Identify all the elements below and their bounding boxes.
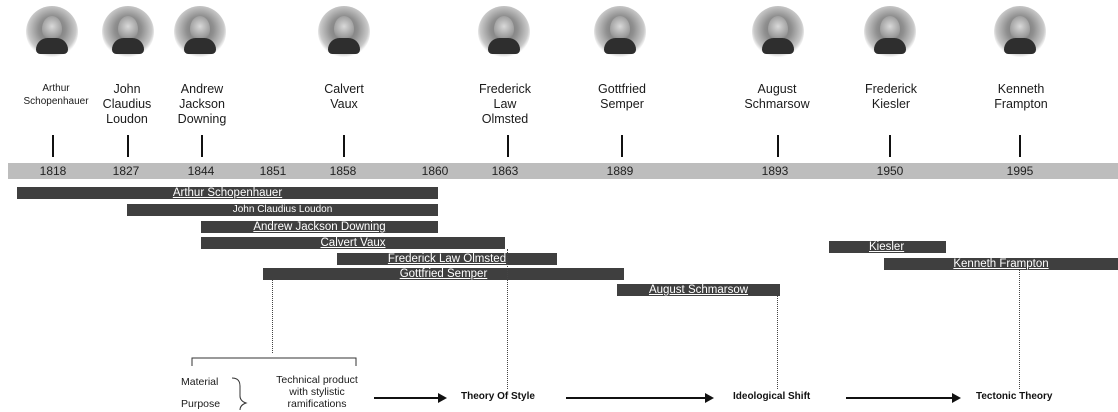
year-label: 1995 xyxy=(1006,164,1034,178)
connector-ideological xyxy=(777,296,778,389)
timeline-axis xyxy=(8,163,1118,179)
material-label: Material xyxy=(181,376,219,388)
portrait-schopenhauer xyxy=(26,6,78,58)
concept-tectonic-theory: Tectonic Theory xyxy=(976,391,1053,402)
year-label: 1827 xyxy=(112,164,140,178)
tick-1844 xyxy=(201,135,203,157)
lifespan-bar-vaux: Calvert Vaux xyxy=(201,237,505,249)
lifespan-bar-schopenhauer: Arthur Schopenhauer xyxy=(17,187,438,199)
year-label: 1860 xyxy=(421,164,449,178)
year-label: 1863 xyxy=(491,164,519,178)
lifespan-bar-downing: Andrew Jackson Downing xyxy=(201,221,438,233)
connector-semper xyxy=(272,280,273,353)
tick-1858 xyxy=(343,135,345,157)
portrait-schmarsow xyxy=(752,6,804,58)
lifespan-bar-loudon: John Claudius Loudon xyxy=(127,204,438,216)
year-label: 1851 xyxy=(259,164,287,178)
tick-1863 xyxy=(507,135,509,157)
tick-1995 xyxy=(1019,135,1021,157)
portrait-loudon xyxy=(102,6,154,58)
portrait-vaux xyxy=(318,6,370,58)
lifespan-bar-olmsted: Frederick Law Olmsted xyxy=(337,253,557,265)
portrait-olmsted xyxy=(478,6,530,58)
technical-product-text: Technical product with stylistic ramific… xyxy=(276,374,358,410)
connector-style xyxy=(507,249,508,389)
tick-1818 xyxy=(52,135,54,157)
portrait-kiesler xyxy=(864,6,916,58)
year-label: 1858 xyxy=(329,164,357,178)
connector-tectonic xyxy=(1019,270,1020,389)
year-label: 1818 xyxy=(39,164,67,178)
tick-1950 xyxy=(889,135,891,157)
tick-1889 xyxy=(621,135,623,157)
tick-1827 xyxy=(127,135,129,157)
lifespan-bar-schmarsow: August Schmarsow xyxy=(617,284,780,296)
year-label: 1950 xyxy=(876,164,904,178)
purpose-label: Purpose xyxy=(181,398,221,410)
year-label: 1893 xyxy=(761,164,789,178)
portrait-semper xyxy=(594,6,646,58)
lifespan-bar-semper: Gottfried Semper xyxy=(263,268,624,280)
concept-ideological-shift: Ideological Shift xyxy=(733,391,811,402)
tick-1893 xyxy=(777,135,779,157)
year-label: 1844 xyxy=(187,164,215,178)
lifespan-bar-kiesler: Kiesler xyxy=(829,241,946,253)
lifespan-bar-frampton: Kenneth Frampton xyxy=(884,258,1118,270)
arrow-to-ideological xyxy=(566,393,714,403)
arrow-to-tectonic xyxy=(846,393,961,403)
arrow-to-style xyxy=(374,393,447,403)
portrait-frampton xyxy=(994,6,1046,58)
year-label: 1889 xyxy=(606,164,634,178)
portrait-downing xyxy=(174,6,226,58)
concept-theory-of-style: Theory Of Style xyxy=(461,391,535,402)
